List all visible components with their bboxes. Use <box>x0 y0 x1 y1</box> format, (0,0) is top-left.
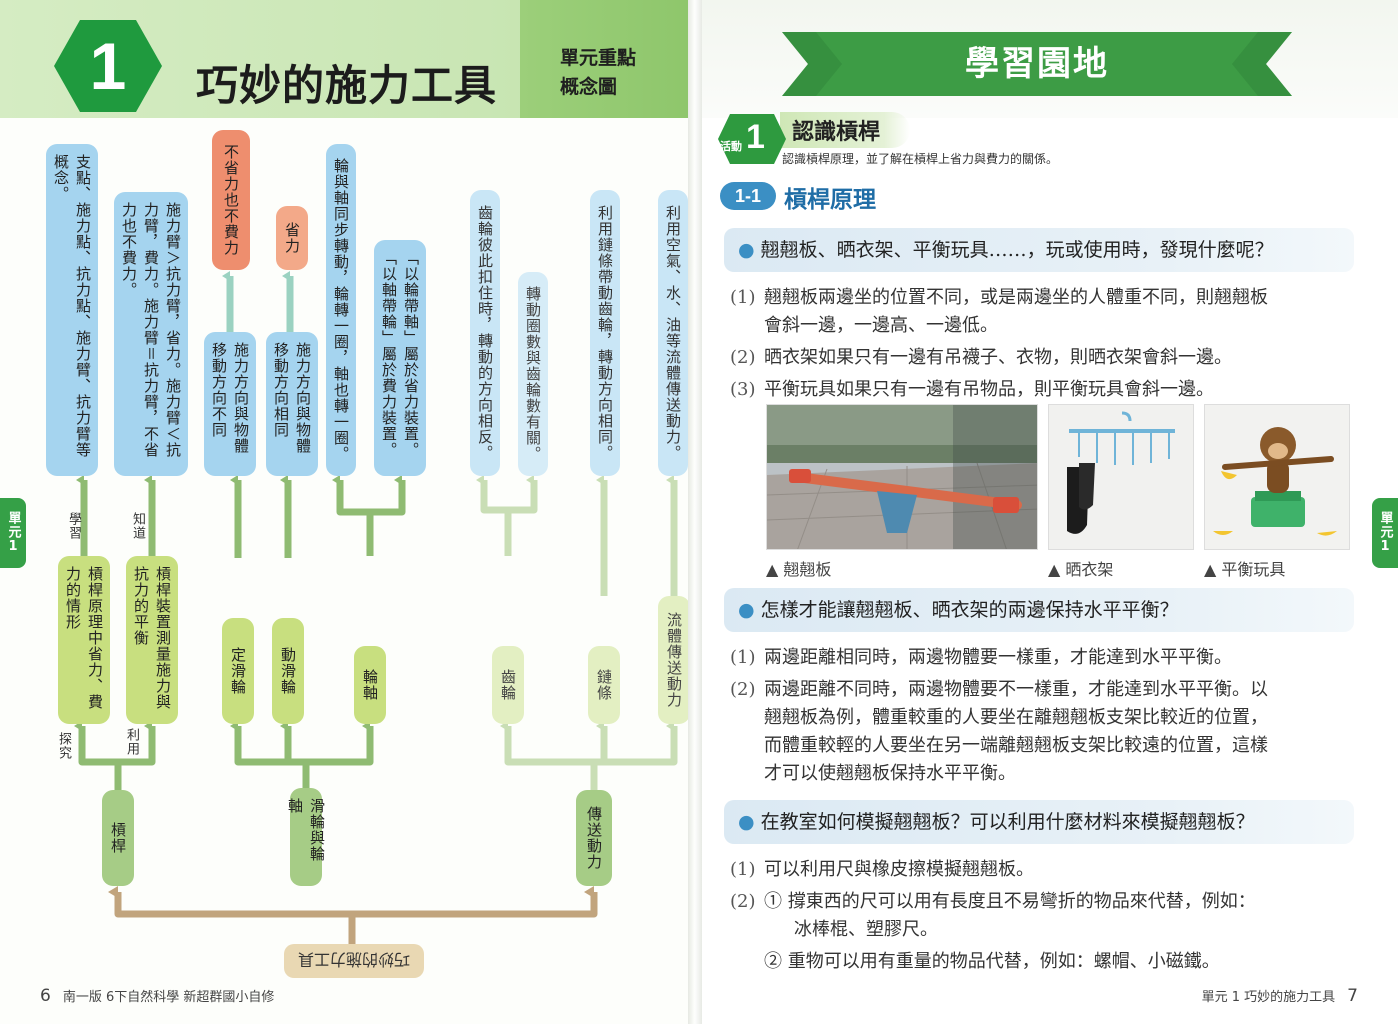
seesaw-photo <box>766 404 1038 550</box>
concept-save-force: 省力 <box>276 206 308 270</box>
item-number: (2) <box>730 676 764 704</box>
concept-no-gain: 不省力也不費力 <box>212 130 250 270</box>
clothes-rack-photo <box>1048 404 1194 550</box>
answer-text-cont: 才可以使翹翹板保持水平平衡。 <box>730 760 1355 788</box>
unit-side-tab-left[interactable]: 單元1 <box>0 498 26 568</box>
label-know: 知道 <box>128 512 147 540</box>
bullet-icon: ● <box>738 599 755 621</box>
answer-1-2: (2)晒衣架如果只有一邊有吊襪子、衣物，則晒衣架會斜一邊。 <box>730 344 1355 372</box>
question-1: ● 翹翹板、晒衣架、平衡玩具……，玩或使用時，發現什麼呢？ <box>738 228 1274 272</box>
answer-text: ① 撐東西的尺可以用有長度且不易彎折的物品來代替，例如： <box>764 891 1256 912</box>
group-pulley-axle: 滑輪與輪軸 <box>290 788 322 886</box>
bullet-icon: ● <box>738 811 755 833</box>
question-1-text: 翹翹板、晒衣架、平衡玩具……，玩或使用時，發現什麼呢？ <box>761 239 1274 261</box>
right-page: 學習園地 活動 1 認識槓桿 認識槓桿原理，並了解在槓桿上省力與費力的關係。 1… <box>702 0 1398 1024</box>
activity-number: 1 <box>746 118 765 157</box>
concept-fluid: 利用空氣、水、油等流體傳送動力。 <box>658 190 688 476</box>
caption-balance-toy: ▲ 平衡玩具 <box>1204 556 1285 580</box>
mid-gear: 齒輪 <box>492 646 524 724</box>
question-2-text: 怎樣才能讓翹翹板、晒衣架的兩邊保持水平平衡？ <box>761 599 1179 621</box>
activity-title: 認識槓桿 <box>792 114 880 146</box>
mid-chain: 鏈條 <box>588 646 620 724</box>
page-number-right: 7 <box>1347 986 1358 1006</box>
book-gutter <box>688 0 702 1024</box>
answer-text: 兩邊距離相同時，兩邊物體要一樣重，才能達到水平平衡。 <box>764 647 1232 668</box>
group-power-transmission: 傳送動力 <box>576 790 612 886</box>
label-learn: 學習 <box>64 512 83 540</box>
concept-fixed-pulley: 施力方向與物體移動方向不同 <box>204 332 256 476</box>
root-concept: 巧妙的施力工具 <box>284 944 424 978</box>
bullet-icon: ● <box>738 239 755 261</box>
footer-left-text: 南一版 6下自然科學 新超群國小自修 <box>63 990 275 1005</box>
mid-fixed-pulley: 定滑輪 <box>222 618 254 724</box>
answer-text-cont: 翹翹板為例，體重較重的人要坐在離翹翹板支架比較近的位置， <box>730 704 1355 732</box>
activity-description: 認識槓桿原理，並了解在槓桿上省力與費力的關係。 <box>782 150 1058 167</box>
concept-gear-direction: 齒輪彼此扣住時，轉動的方向相反。 <box>470 190 500 476</box>
group-lever: 槓桿 <box>102 790 134 886</box>
item-number: (3) <box>730 376 764 404</box>
banner-title: 學習園地 <box>782 32 1292 96</box>
answer-3-1: (1)可以利用尺與橡皮擦模擬翹翹板。 <box>730 856 1355 884</box>
concept-chain: 利用鏈條帶動齒輪，轉動方向相同。 <box>590 190 620 476</box>
caption-seesaw: ▲ 翹翹板 <box>766 556 831 580</box>
answer-2-2: (2)兩邊距離不同時，兩邊物體要不一樣重，才能達到水平平衡。以 翹翹板為例，體重… <box>730 676 1355 788</box>
activity-tag: 活動 <box>720 138 742 154</box>
question-2: ● 怎樣才能讓翹翹板、晒衣架的兩邊保持水平平衡？ <box>738 588 1179 632</box>
balance-toy-photo <box>1204 404 1350 550</box>
answer-text: 可以利用尺與橡皮擦模擬翹翹板。 <box>764 859 1034 880</box>
answer-2-1: (1)兩邊距離相同時，兩邊物體要一樣重，才能達到水平平衡。 <box>730 644 1355 672</box>
label-use: 利用 <box>122 728 141 756</box>
footer-left: 6 南一版 6下自然科學 新超群國小自修 <box>40 986 274 1006</box>
answer-text: 平衡玩具如果只有一邊有吊物品，則平衡玩具會斜一邊。 <box>764 379 1214 400</box>
mid-lever-device: 槓桿裝置測量施力與抗力的平衡 <box>126 556 178 724</box>
answer-1-3: (3)平衡玩具如果只有一邊有吊物品，則平衡玩具會斜一邊。 <box>730 376 1355 404</box>
item-number: (1) <box>730 644 764 672</box>
left-page: 1 巧妙的施力工具 單元重點 概念圖 <box>0 0 693 1024</box>
clothes-rack-image <box>1049 405 1194 550</box>
answer-3-2: (2)① 撐東西的尺可以用有長度且不易彎折的物品來代替，例如： 冰棒棍、塑膠尺。… <box>730 888 1355 976</box>
answer-text: 兩邊距離不同時，兩邊物體要不一樣重，才能達到水平平衡。以 <box>764 679 1268 700</box>
answer-text-cont: 會斜一邊，一邊高、一邊低。 <box>730 312 1355 340</box>
answer-text-cont: 而體重較輕的人要坐在另一端離翹翹板支架比較遠的位置，這樣 <box>730 732 1355 760</box>
footer-right: 單元 1 巧妙的施力工具 7 <box>1202 986 1358 1006</box>
section-number: 1-1 <box>720 182 776 210</box>
seesaw-image <box>767 405 1038 550</box>
unit-side-tab-right[interactable]: 單元1 <box>1372 498 1398 568</box>
mid-lever-principle: 槓桿原理中省力、費力的情形 <box>58 556 110 724</box>
section-title: 槓桿原理 <box>784 180 876 214</box>
concept-wheel-axle-force: 「以輪帶軸」屬於省力裝置。「以軸帶輪」屬於費力裝置。 <box>374 240 426 476</box>
page-number-left: 6 <box>40 986 51 1006</box>
question-3: ● 在教室如何模擬翹翹板？可以利用什麼材料來模擬翹翹板？ <box>738 800 1255 844</box>
answer-text: 翹翹板兩邊坐的位置不同，或是兩邊坐的人體重不同，則翹翹板 <box>764 287 1268 308</box>
footer-right-text: 單元 1 巧妙的施力工具 <box>1202 990 1336 1005</box>
answer-text-cont: 冰棒棍、塑膠尺。 <box>730 916 1355 944</box>
item-number: (1) <box>730 284 764 312</box>
mid-movable-pulley: 動滑輪 <box>272 618 304 724</box>
concept-wheel-axle-sync: 輪與軸同步轉動，輪轉一圈，軸也轉一圈。 <box>326 144 356 476</box>
answer-1-1: (1)翹翹板兩邊坐的位置不同，或是兩邊坐的人體重不同，則翹翹板 會斜一邊，一邊高… <box>730 284 1355 340</box>
item-number: (2) <box>730 344 764 372</box>
item-number: (2) <box>730 888 764 916</box>
item-number: (1) <box>730 856 764 884</box>
question-3-text: 在教室如何模擬翹翹板？可以利用什麼材料來模擬翹翹板？ <box>761 811 1255 833</box>
mid-wheel-axle: 輪軸 <box>354 646 386 724</box>
balance-toy-image <box>1205 405 1350 550</box>
concept-lever-arms: 施力臂＞抗力臂，省力。施力臂＜抗力臂，費力。施力臂＝抗力臂，不省力也不費力。 <box>114 192 188 476</box>
answer-text: 晒衣架如果只有一邊有吊襪子、衣物，則晒衣架會斜一邊。 <box>764 347 1232 368</box>
concept-movable-pulley: 施力方向與物體移動方向相同 <box>266 332 318 476</box>
label-explore: 探究 <box>54 732 73 760</box>
concept-gear-count: 轉動圈數與齒輪數有關。 <box>518 272 548 476</box>
mid-fluid: 流體傳送動力 <box>658 596 690 724</box>
caption-clothes-rack: ▲ 晒衣架 <box>1048 556 1113 580</box>
concept-lever-terms: 支點、施力點、抗力點、施力臂、抗力臂等概念。 <box>46 144 98 476</box>
answer-text-cont: ② 重物可以用有重量的物品代替，例如：螺帽、小磁鐵。 <box>730 948 1355 976</box>
